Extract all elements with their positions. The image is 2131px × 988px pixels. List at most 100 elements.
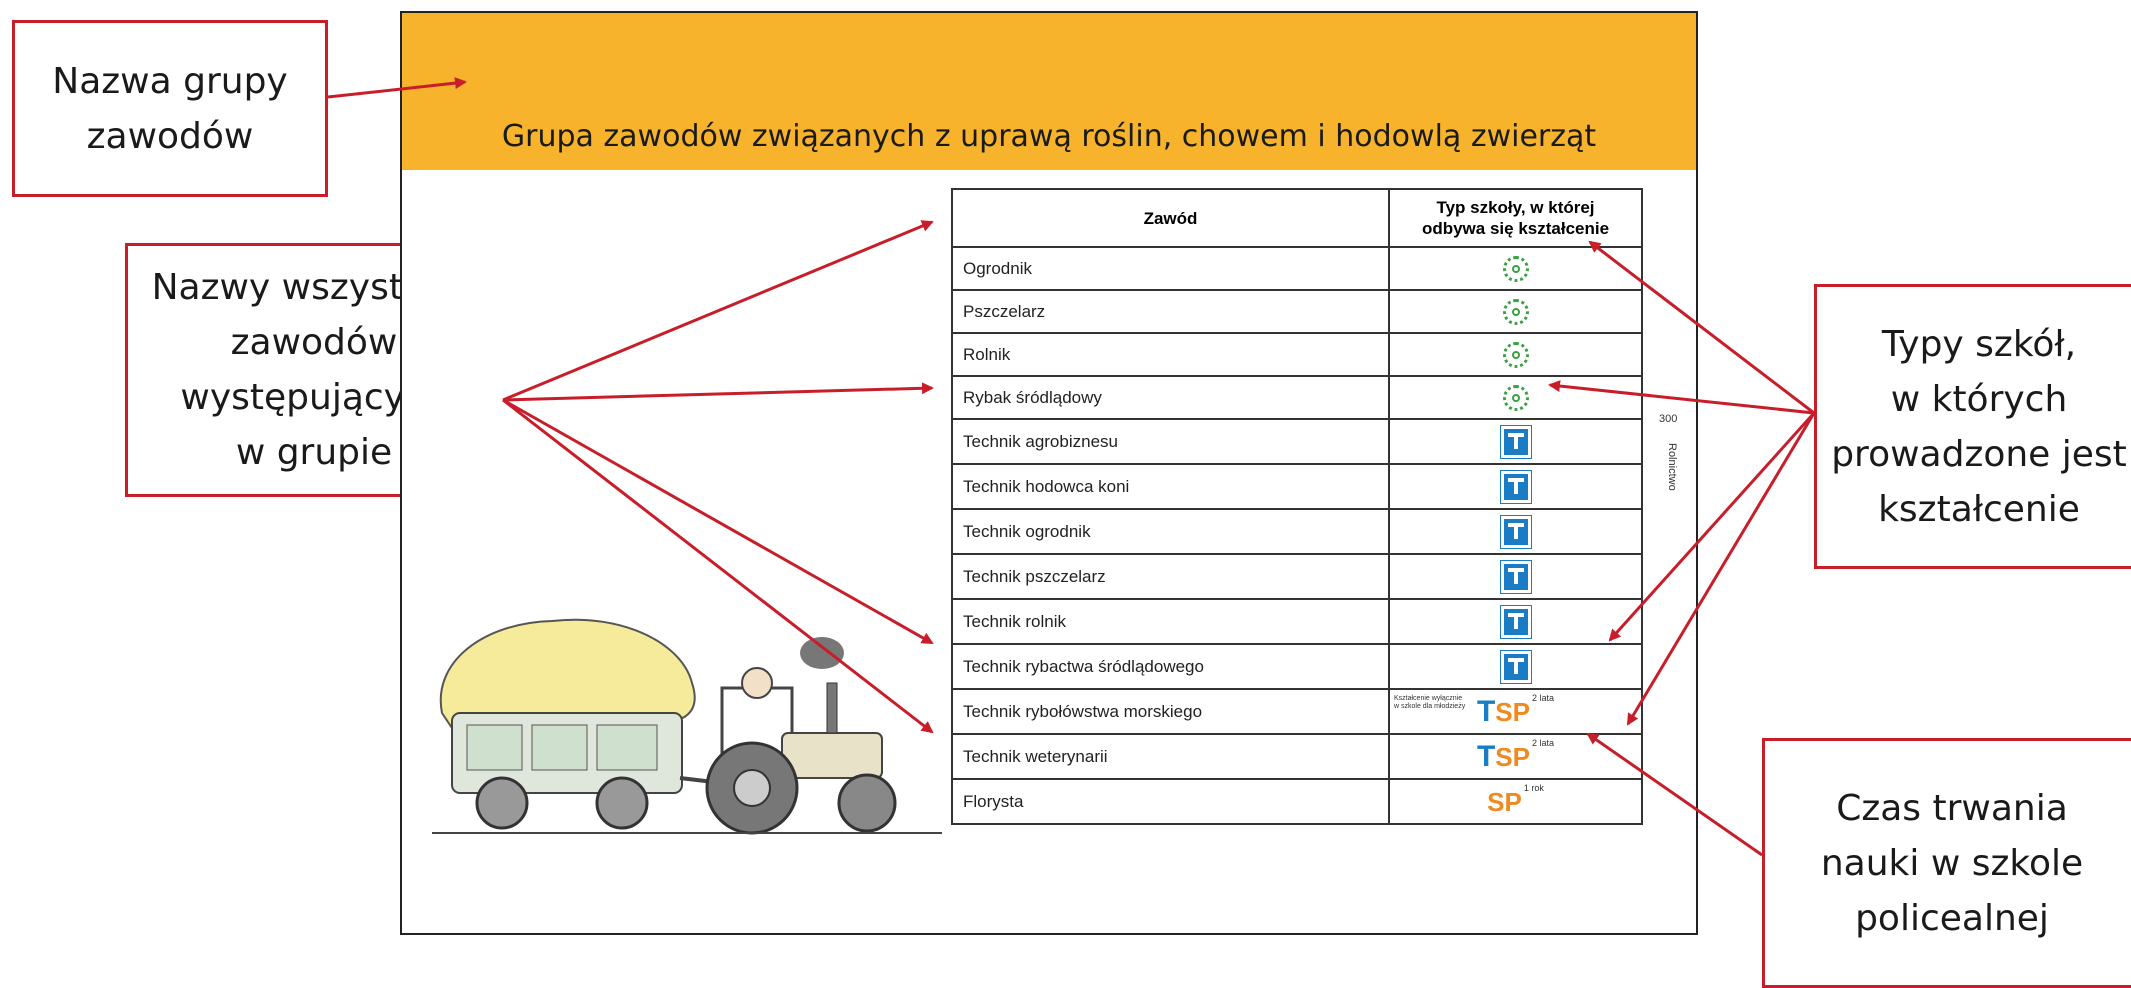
arrow-school-header <box>1588 240 1815 415</box>
callout-line: prowadzone jest <box>1831 433 2127 475</box>
note-text: Kształcenie wyłącznie w szkole dla młodz… <box>1394 695 1466 710</box>
callout-line: Nazwa grupy <box>52 60 288 102</box>
technikum-icon <box>1499 469 1532 504</box>
gear-icon <box>1502 255 1529 282</box>
profession-name: Technik agrobiznesu <box>951 418 1390 465</box>
callout-line: kształcenie <box>1878 488 2080 530</box>
table-row: Technik pszczelarz <box>951 553 1643 600</box>
callout-line: Typy szkół, <box>1881 323 2077 365</box>
gear-icon <box>1502 298 1529 325</box>
callout-school-types: Typy szkół, w których prowadzone jest ks… <box>1814 284 2131 569</box>
school-type-cell <box>1388 418 1643 465</box>
callout-line: nauki w szkole <box>1820 842 2084 884</box>
school-type-cell: Kształcenie wyłącznie w szkole dla młodz… <box>1388 688 1643 735</box>
arrow-school-t <box>1608 411 1816 642</box>
school-type-cell <box>1388 375 1643 420</box>
school-type-cell <box>1388 553 1643 600</box>
wagon-wheel <box>475 776 529 830</box>
technikum-icon <box>1499 559 1532 594</box>
profession-name: Technik hodowca koni <box>951 463 1390 510</box>
section-label: Rolnictwo <box>1666 443 1678 491</box>
callout-line: policealnej <box>1855 897 2049 939</box>
school-type-cell <box>1388 246 1643 291</box>
arrow-school-tsp <box>1626 412 1816 726</box>
table-header: Zawód Typ szkoły, w której odbywa się ks… <box>951 188 1643 248</box>
callout-group-name: Nazwa grupy zawodów <box>12 20 328 197</box>
arrow-profession-header <box>502 220 934 402</box>
table-row: Rolnik <box>951 332 1643 377</box>
school-type-cell <box>1388 598 1643 645</box>
wagon-panel <box>466 724 523 771</box>
driver-head <box>741 667 773 699</box>
header-line: Typ szkoły, w której <box>1436 198 1595 217</box>
technikum-icon <box>1499 604 1532 639</box>
profession-name: Technik rybołówstwa morskiego <box>951 688 1390 735</box>
table-row: Technik hodowca koni <box>951 463 1643 510</box>
school-type-cell <box>1388 643 1643 690</box>
duration-label: 1 rok <box>1523 782 1544 793</box>
tractor-big-wheel-hub <box>733 769 771 807</box>
profession-name: Technik ogrodnik <box>951 508 1390 555</box>
table-row: Technik ogrodnik <box>951 508 1643 555</box>
school-type-cell <box>1388 332 1643 377</box>
school-type-cell <box>1388 463 1643 510</box>
tsp-icon: TSP <box>1476 739 1530 773</box>
profession-name: Ogrodnik <box>951 246 1390 291</box>
profession-name: Technik pszczelarz <box>951 553 1390 600</box>
arrow-profession-weterynarii <box>502 398 934 734</box>
header-school-type: Typ szkoły, w której odbywa się kształce… <box>1388 188 1643 248</box>
school-type-cell <box>1388 508 1643 555</box>
profession-name: Technik rybactwa śródlądowego <box>951 643 1390 690</box>
table-row: Technik agrobiznesu <box>951 418 1643 465</box>
duration-label: 2 lata <box>1531 737 1555 748</box>
profession-name: Rolnik <box>951 332 1390 377</box>
table-row: Rybak śródlądowy <box>951 375 1643 420</box>
smoke <box>800 637 844 669</box>
technikum-icon <box>1499 649 1532 684</box>
hay-load <box>439 618 696 730</box>
header-profession: Zawód <box>951 188 1390 248</box>
tractor-front-wheel <box>837 773 897 833</box>
table-row: Technik rybactwa śródlądowego <box>951 643 1643 690</box>
arrow-profession-rybak <box>502 382 934 402</box>
tractor-illustration <box>432 618 942 835</box>
profession-name: Florysta <box>951 778 1390 825</box>
technikum-icon <box>1499 424 1532 459</box>
profession-name: Technik weterynarii <box>951 733 1390 780</box>
table-row: Technik rybołówstwa morskiego Kształceni… <box>951 688 1643 735</box>
callout-line: w których <box>1890 378 2068 420</box>
brochure-page: Grupa zawodów związanych z uprawą roślin… <box>400 11 1698 935</box>
exhaust-pipe <box>826 682 838 734</box>
technikum-icon <box>1499 514 1532 549</box>
table-row: Ogrodnik <box>951 246 1643 291</box>
callout-line: zawodów <box>86 115 254 157</box>
wagon-panel <box>596 724 658 771</box>
callout-duration: Czas trwania nauki w szkole policealnej <box>1762 738 2131 988</box>
arrow-duration <box>1586 732 1763 857</box>
header-line: odbywa się kształcenie <box>1421 219 1610 238</box>
group-title: Grupa zawodów związanych z uprawą roślin… <box>501 119 1597 154</box>
gear-icon <box>1502 384 1529 411</box>
table-row: Technik rolnik <box>951 598 1643 645</box>
gear-icon <box>1502 341 1529 368</box>
page-number: 300 <box>1659 413 1678 425</box>
callout-line: w grupie <box>235 432 393 473</box>
tsp-icon: TSP <box>1476 694 1530 728</box>
callout-line: Czas trwania <box>1836 787 2068 829</box>
professions-table: Zawód Typ szkoły, w której odbywa się ks… <box>951 188 1643 825</box>
group-banner: Grupa zawodów związanych z uprawą roślin… <box>402 13 1696 170</box>
arrow-profession-rybactwa <box>502 398 934 645</box>
sp-icon: SP <box>1487 786 1522 817</box>
callout-line: zawodów <box>230 322 398 363</box>
school-type-cell <box>1388 289 1643 334</box>
duration-label: 2 lata <box>1531 692 1555 703</box>
arrow-group-name <box>327 77 467 99</box>
wagon-wheel <box>595 776 649 830</box>
wagon-panel <box>531 724 588 771</box>
arrow-school-gear <box>1548 380 1815 415</box>
